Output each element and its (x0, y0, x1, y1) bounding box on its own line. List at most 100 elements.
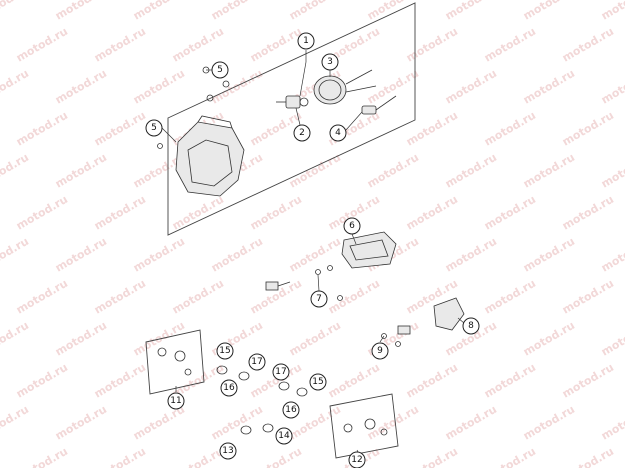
watermark-text: motod.ru (404, 361, 460, 401)
watermark-text: motod.ru (521, 0, 577, 23)
watermark-text: motod.ru (443, 151, 499, 191)
callout-7: 7 (310, 290, 328, 308)
svg-text:14: 14 (278, 431, 290, 441)
watermark-text: motod.ru (560, 277, 616, 317)
svg-text:16: 16 (285, 405, 297, 415)
watermark-text: motod.ru (0, 67, 31, 107)
watermark-text: motod.ru (92, 445, 148, 468)
svg-text:6: 6 (349, 221, 355, 231)
watermark-text: motod.ru (482, 361, 538, 401)
watermark-text: motod.ru (53, 319, 109, 359)
watermark-text: motod.ru (14, 109, 70, 149)
watermark-text: motod.ru (92, 25, 148, 65)
svg-text:17: 17 (251, 357, 262, 367)
watermark-text: motod.ru (521, 151, 577, 191)
watermark-text: motod.ru (521, 319, 577, 359)
watermark-text: motod.ru (599, 235, 625, 275)
watermark-text: motod.ru (248, 193, 304, 233)
watermark-text: motod.ru (443, 403, 499, 443)
watermark-text: motod.ru (287, 319, 343, 359)
svg-text:8: 8 (468, 321, 474, 331)
watermark-text: motod.ru (0, 235, 31, 275)
watermark-text: motod.ru (0, 0, 31, 23)
watermark-text: motod.ru (53, 67, 109, 107)
callout-16-right: 16 (282, 401, 300, 419)
watermark-text: motod.ru (0, 403, 31, 443)
watermark-text: motod.ru (599, 319, 625, 359)
watermark-text: motod.ru (482, 109, 538, 149)
watermark-text: motod.ru (131, 235, 187, 275)
connector-9 (381, 325, 411, 347)
watermark-text: motod.ru (209, 0, 265, 23)
watermark-text: motod.ru (170, 445, 226, 468)
watermark-text: motod.ru (365, 151, 421, 191)
watermark-text: motod.ru (404, 193, 460, 233)
watermark-text: motod.ru (287, 151, 343, 191)
callout-17-left: 17 (248, 353, 266, 371)
watermark-text: motod.ru (599, 67, 625, 107)
callout-15-right: 15 (309, 373, 327, 391)
watermark-text: motod.ru (599, 403, 625, 443)
watermark-text: motod.ru (443, 0, 499, 23)
watermark-text: motod.ru (14, 361, 70, 401)
svg-text:3: 3 (327, 57, 333, 67)
watermark-text: motod.ru (482, 445, 538, 468)
svg-text:2: 2 (299, 128, 305, 138)
watermark-text: motod.ru (14, 445, 70, 468)
watermark-text: motod.ru (53, 151, 109, 191)
watermark-text: motod.ru (560, 25, 616, 65)
headlight-bulb (276, 95, 309, 109)
svg-text:13: 13 (222, 446, 233, 456)
callout-6: 6 (343, 217, 361, 235)
watermark-text: motod.ru (326, 277, 382, 317)
watermark-text: motod.ru (0, 319, 31, 359)
watermark-text: motod.ru (326, 361, 382, 401)
headlight-housing (175, 115, 245, 197)
callout-11: 11 (167, 392, 185, 410)
svg-text:15: 15 (312, 377, 323, 387)
svg-text:1: 1 (303, 36, 309, 46)
watermark-text: motod.ru (599, 0, 625, 23)
svg-text:5: 5 (151, 123, 157, 133)
watermark-text: motod.ru (560, 193, 616, 233)
watermark-text: motod.ru (209, 403, 265, 443)
watermark-text: motod.ru (599, 151, 625, 191)
panel-11 (145, 329, 205, 395)
callout-layer: 1 2 3 4 5 5 6 7 8 9 11 12 13 14 15 15 16… (145, 32, 480, 468)
svg-text:17: 17 (275, 367, 286, 377)
watermark-text: motod.ru (365, 0, 421, 23)
relay-part (265, 265, 343, 301)
watermark-text: motod.ru (287, 235, 343, 275)
wire-connector (361, 95, 397, 115)
watermark-text: motod.ru (209, 235, 265, 275)
watermark-text: motod.ru (482, 277, 538, 317)
svg-text:15: 15 (219, 346, 230, 356)
callout-16-left: 16 (220, 379, 238, 397)
watermark-text: motod.ru (170, 193, 226, 233)
watermark-text: motod.ru (53, 235, 109, 275)
watermark-text: motod.ru (560, 445, 616, 468)
callout-15-left: 15 (216, 342, 234, 360)
watermark-text: motod.ru (443, 67, 499, 107)
callout-13: 13 (219, 442, 237, 460)
watermark-text: motod.ru (521, 403, 577, 443)
watermark-text: motod.ru (170, 25, 226, 65)
watermark-text: motod.ru (404, 25, 460, 65)
watermark-text: motod.ru (248, 445, 304, 468)
watermark-text: motod.ru (131, 67, 187, 107)
callout-17-right: 17 (272, 363, 290, 381)
callout-4: 4 (329, 124, 347, 142)
watermark-text: motod.ru (14, 25, 70, 65)
watermark-text: motod.ru (404, 109, 460, 149)
watermark-text: motod.ru (53, 403, 109, 443)
headlight-assembly-panel (167, 2, 416, 236)
watermark-text: motod.ru (443, 235, 499, 275)
watermark-text: motod.ru (287, 0, 343, 23)
callout-1: 1 (297, 32, 315, 50)
callout-3: 3 (321, 53, 339, 71)
svg-text:12: 12 (351, 455, 362, 465)
watermark-text: motod.ru (170, 277, 226, 317)
watermark-text: motod.ru (482, 25, 538, 65)
callout-12: 12 (348, 451, 366, 468)
